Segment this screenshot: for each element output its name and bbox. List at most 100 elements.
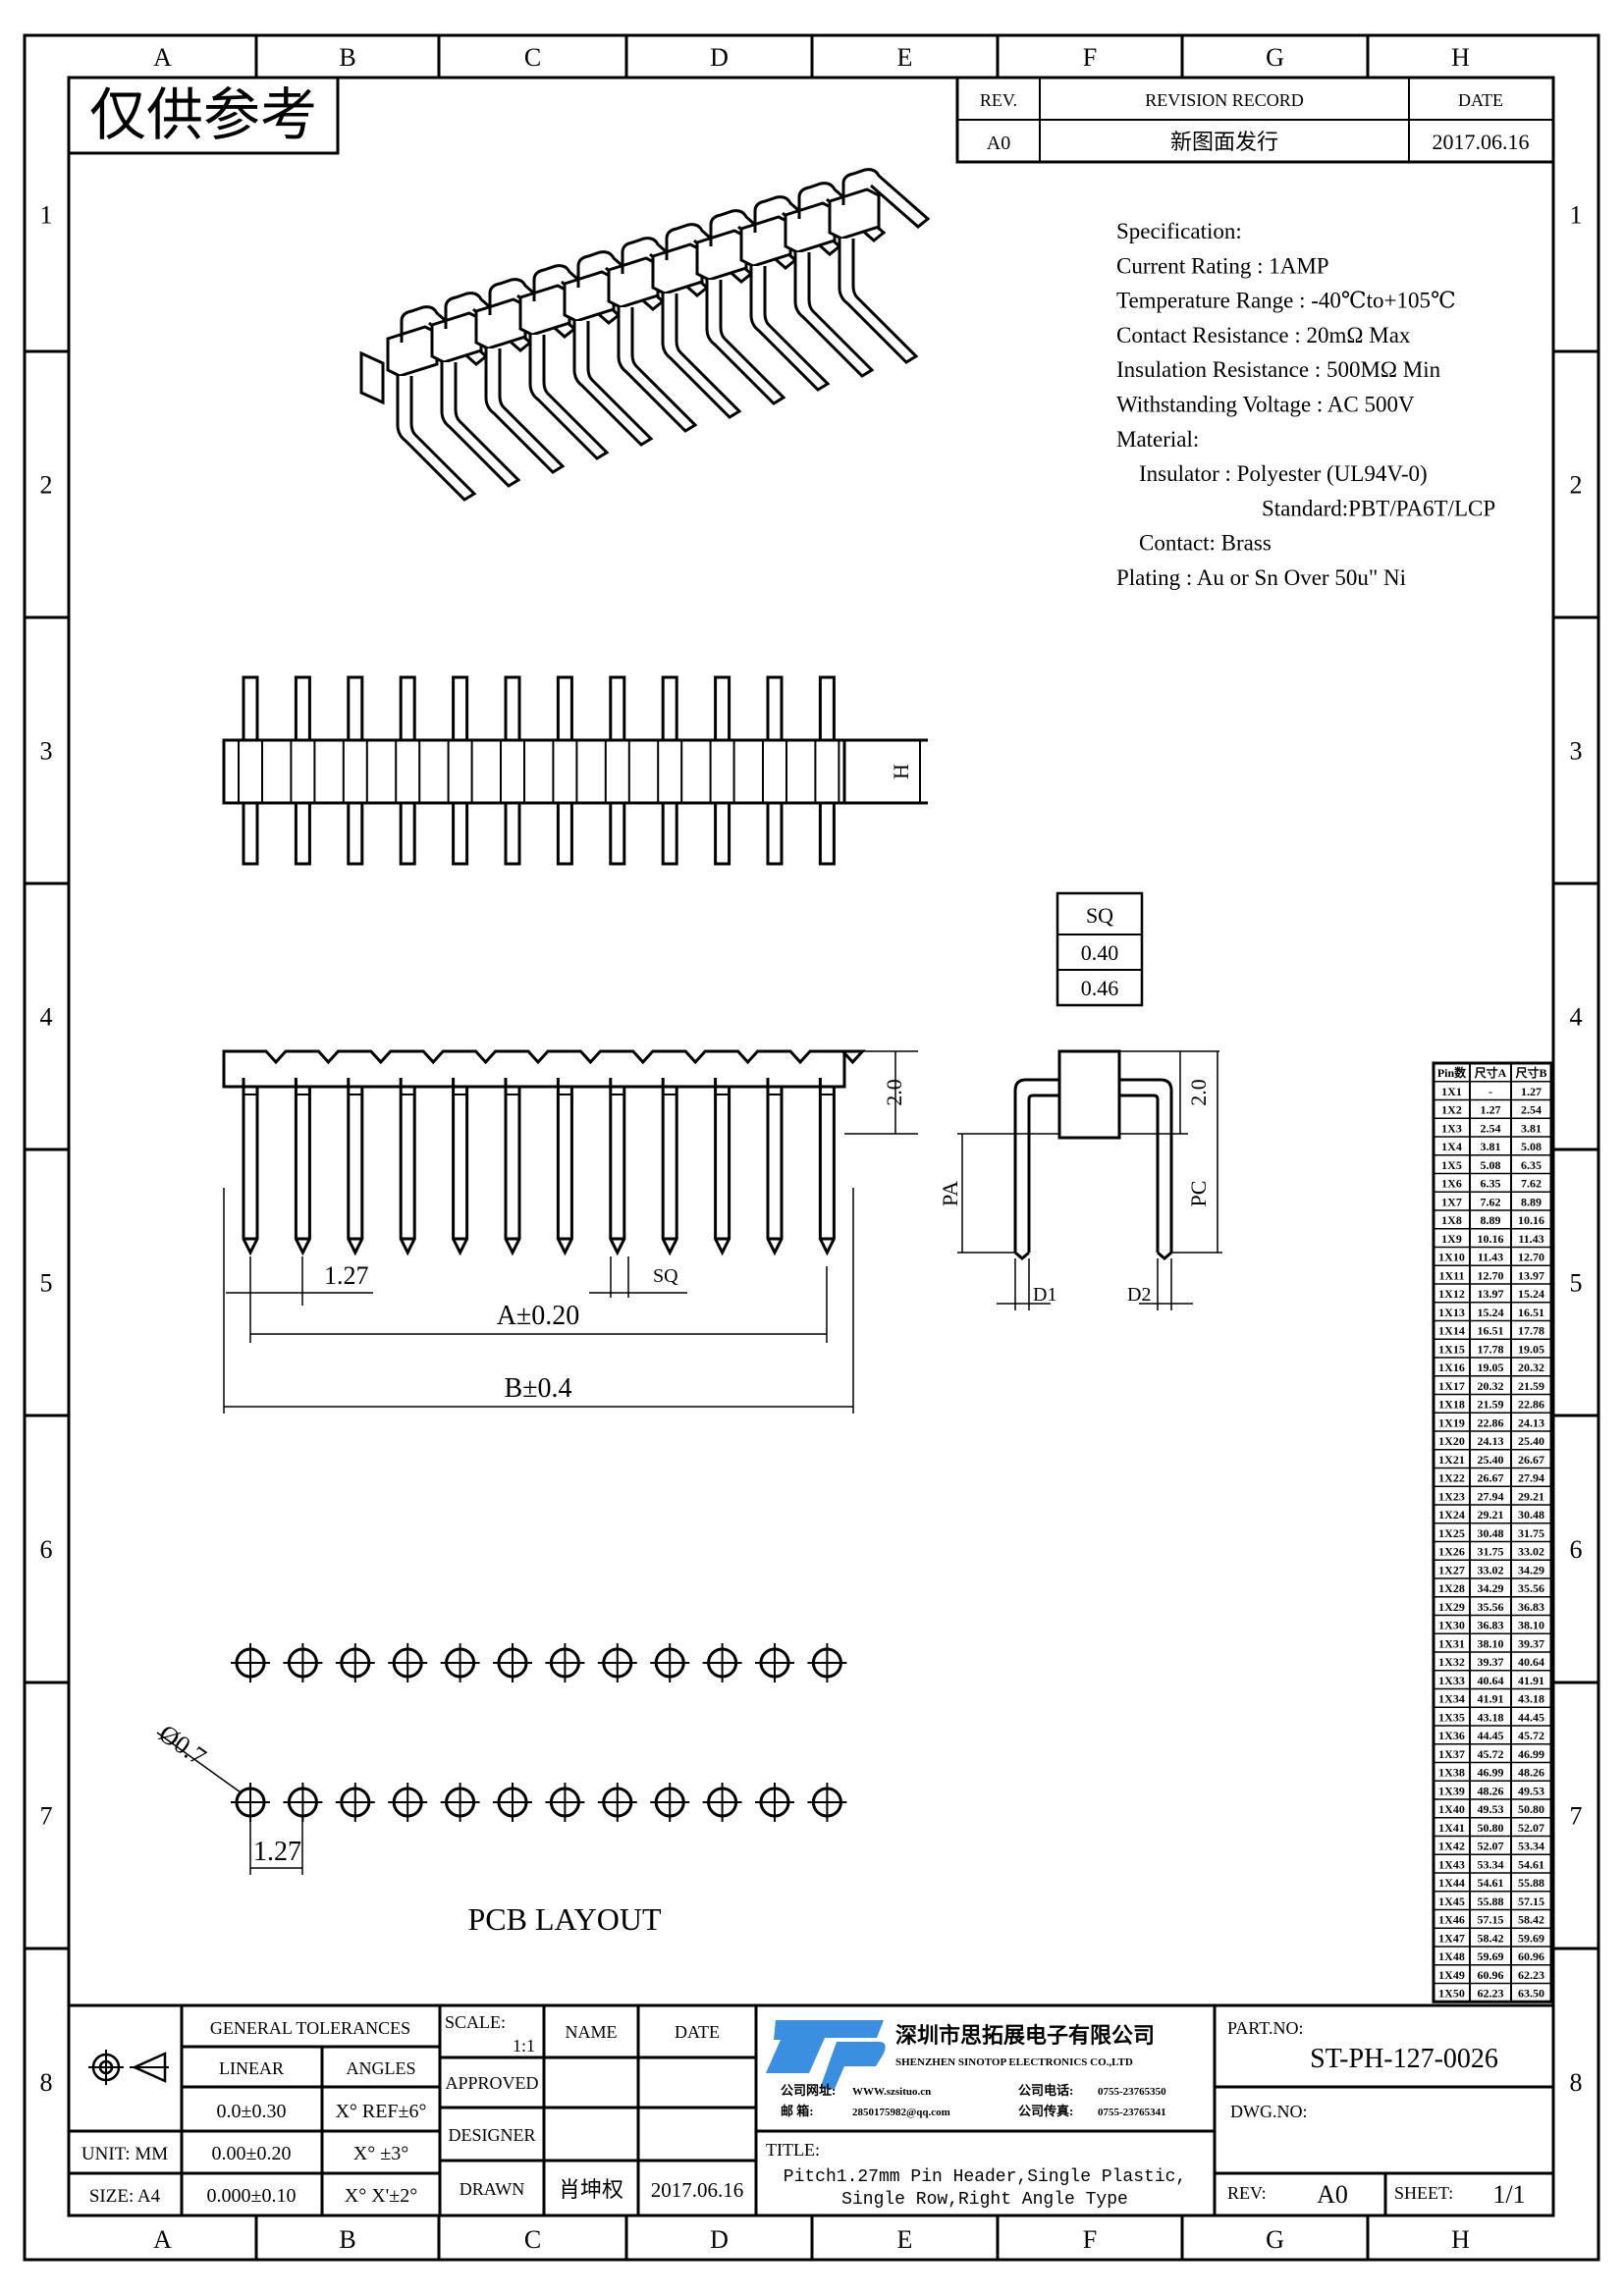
zone-column-label: B (339, 2225, 355, 2254)
pin-shoulder (243, 1086, 258, 1095)
side-view: 2.0 PA PC D1 D2 (938, 1049, 1222, 1310)
zone-row-label: 5 (1570, 1269, 1583, 1298)
header-housing-segment (430, 311, 483, 364)
pin-bottom (661, 801, 678, 866)
table-cell: 1X35 (1438, 1710, 1465, 1724)
sheet-value: 1/1 (1492, 2180, 1525, 2209)
zone-column-label: G (1266, 2225, 1284, 2254)
table-cell: 1X20 (1438, 1434, 1465, 1448)
table-cell: 27.94 (1518, 1471, 1544, 1485)
table-cell: 27.94 (1478, 1489, 1504, 1503)
zone-row-label: 1 (40, 201, 53, 230)
pcb-hole (545, 1783, 585, 1822)
table-cell: 1X6 (1441, 1177, 1462, 1191)
zone-column-label: E (897, 2225, 913, 2254)
spec-line: Material: (1116, 427, 1199, 452)
table-cell: 19.05 (1518, 1342, 1544, 1356)
table-cell: 38.10 (1518, 1619, 1544, 1632)
table-cell: 60.96 (1518, 1949, 1544, 1963)
rev-value: A0 (1317, 2180, 1348, 2209)
zone-row-label: 1 (1570, 201, 1583, 230)
pin-bent-top (400, 305, 489, 366)
table-cell: 22.86 (1478, 1415, 1504, 1429)
table-cell: 40.64 (1478, 1674, 1504, 1687)
table-cell: 1X7 (1441, 1195, 1462, 1208)
table-cell: 53.34 (1478, 1857, 1504, 1871)
table-cell: 25.40 (1518, 1434, 1544, 1448)
pin-bottom (242, 801, 259, 866)
company-name-en: SHENZHEN SINOTOP ELECTRONICS CO.,LTD (895, 2056, 1133, 2068)
header-housing-segment (474, 297, 527, 350)
table-cell: 8.89 (1481, 1213, 1501, 1227)
scale-label: SCALE: (445, 2012, 506, 2032)
pin-top (242, 675, 259, 742)
header-housing-segment (828, 187, 881, 240)
zone-column-label: A (153, 2225, 172, 2254)
pin-shoulder (714, 1086, 731, 1095)
sheet-label: SHEET: (1394, 2183, 1453, 2203)
pin-lead (528, 335, 610, 460)
table-cell: 1X23 (1438, 1489, 1465, 1503)
pcb-hole (545, 1643, 585, 1682)
spec-line: Plating : Au or Sn Over 50u" Ni (1116, 565, 1406, 590)
pin-bent-top (576, 250, 666, 311)
table-cell: 59.69 (1478, 1949, 1504, 1963)
table-cell: 10.16 (1518, 1213, 1544, 1227)
approved-label: APPROVED (445, 2073, 538, 2093)
pin-bent-top (753, 195, 842, 256)
linear-label: LINEAR (219, 2058, 284, 2078)
table-cell: 29.21 (1478, 1508, 1504, 1522)
table-cell: 15.24 (1478, 1306, 1504, 1319)
table-cell: 1X27 (1438, 1563, 1465, 1576)
pin-shoulder (662, 1086, 678, 1095)
zone-column-label: C (524, 43, 541, 72)
table-cell: 1X44 (1438, 1876, 1465, 1890)
email-label: 邮 箱: (781, 2104, 814, 2118)
table-cell: 60.96 (1478, 1968, 1504, 1982)
zone-row-label: 6 (1570, 1535, 1583, 1564)
table-header-cell: Pin数 (1437, 1065, 1467, 1080)
general-tolerances-label: GENERAL TOLERANCES (210, 2018, 410, 2038)
sq-value: 0.40 (1081, 940, 1119, 965)
table-cell: 50.80 (1518, 1802, 1544, 1816)
table-cell: 21.59 (1478, 1398, 1504, 1412)
revision-record-header: REVISION RECORD (1145, 90, 1304, 110)
table-cell: 36.83 (1478, 1619, 1504, 1632)
table-cell: 1X32 (1438, 1655, 1465, 1669)
table-cell: 1X9 (1441, 1232, 1462, 1246)
dim-pitch: 1.27 (324, 1261, 369, 1290)
name-header: NAME (566, 2022, 618, 2042)
table-cell: 3.81 (1521, 1121, 1542, 1135)
pcb-layout: Ø0.7 1.27 PCB LAYOUT (154, 1643, 847, 1937)
table-cell: 24.13 (1478, 1434, 1504, 1448)
pin-lead (242, 1078, 259, 1256)
table-cell: 25.40 (1478, 1453, 1504, 1467)
dim-h: H (889, 764, 913, 779)
pin-top (661, 675, 678, 742)
table-cell: 33.02 (1478, 1563, 1504, 1576)
zone-column-label: A (153, 43, 172, 72)
table-cell: 2.54 (1521, 1103, 1542, 1117)
specification-block: Specification:Current Rating : 1AMPTempe… (1116, 219, 1495, 590)
table-cell: 54.61 (1518, 1857, 1544, 1871)
table-border (1432, 1061, 1553, 2003)
rev-header: REV. (980, 90, 1017, 110)
pin-shoulder (347, 1086, 363, 1095)
header-housing-segment (739, 215, 792, 268)
table-cell: 1.27 (1521, 1085, 1542, 1098)
pin-shoulder (295, 1086, 311, 1095)
table-cell: 44.45 (1478, 1729, 1504, 1742)
date-header: DATE (675, 2022, 720, 2042)
table-cell: 12.70 (1478, 1268, 1504, 1282)
pcb-hole (231, 1783, 270, 1822)
pin-bottom (609, 801, 626, 866)
table-cell: 33.02 (1518, 1545, 1544, 1559)
table-cell: 53.34 (1518, 1840, 1544, 1853)
table-header-cell: 尺寸B (1515, 1065, 1546, 1080)
spec-line: Specification: (1116, 219, 1242, 243)
table-cell: 16.51 (1478, 1324, 1504, 1338)
table-cell: 41.91 (1518, 1674, 1544, 1687)
pin-lead (661, 1078, 678, 1256)
pin-top (347, 675, 364, 742)
table-cell: 1X8 (1441, 1213, 1462, 1227)
